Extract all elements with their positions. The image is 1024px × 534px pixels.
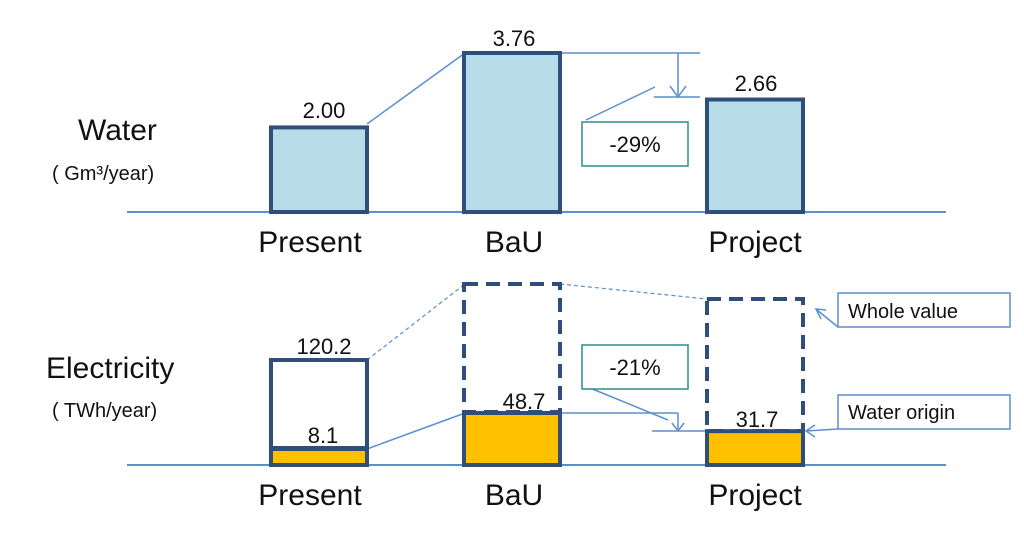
electricity-panel: Electricity ( TWh/year) 120.2 8.1 48.7 3… [46,282,1011,512]
water-reduction-label: -29% [609,132,660,157]
water-callout-line [585,86,656,121]
electricity-reduction-box [581,344,689,390]
legend-whole-value-label: Whole value [848,301,958,323]
water-unit: ( Gm³/year) [52,163,154,185]
electricity-whole-connector-2 [559,283,708,300]
water-panel: Water ( Gm³/year) 2.00 3.76 2.66 -29% Pr… [52,26,946,259]
water-diff-arrowhead [669,85,687,99]
water-bar-project [705,97,805,214]
water-bar-bau [462,51,562,214]
electricity-category-project: Project [708,479,802,512]
legend-whole-value-box [837,292,1011,328]
electricity-origin-bar-present [269,447,369,467]
electricity-origin-bar-bau [462,411,562,467]
electricity-category-present: Present [258,479,362,512]
water-value-bau: 3.76 [493,26,536,51]
water-category-project: Project [708,226,802,259]
legend-water-origin-pointer [805,428,839,432]
electricity-title: Electricity [46,352,174,385]
water-category-bau: BaU [485,226,543,259]
legend-water-origin-arrowhead [804,424,816,438]
legend-whole-value-pointer [816,309,839,328]
electricity-whole-connector-1 [366,283,466,361]
water-value-present: 2.00 [303,98,346,123]
electricity-unit: ( TWh/year) [52,400,157,422]
electricity-origin-bar-project [705,429,805,467]
electricity-reduction-label: -21% [609,355,660,380]
legend-water-origin-label: Water origin [848,402,955,424]
electricity-category-bau: BaU [485,479,543,512]
electricity-whole-value-present: 120.2 [296,334,351,359]
electricity-origin-value-bau: 48.7 [503,389,546,414]
legend-whole-value-arrowhead [814,308,827,320]
electricity-diff-arrowhead [671,422,685,433]
electricity-origin-value-present: 8.1 [308,423,339,448]
legend-water-origin-box [837,394,1011,430]
water-value-project: 2.66 [735,71,778,96]
water-title: Water [78,114,157,147]
electricity-origin-connector [366,412,466,450]
electricity-whole-bar-present [269,358,369,450]
electricity-origin-value-project: 31.7 [736,407,779,432]
electricity-callout-line [589,387,669,421]
water-connector-present-bau [366,52,466,125]
water-reduction-box [581,121,689,167]
water-bar-present [269,125,369,214]
water-category-present: Present [258,226,362,259]
